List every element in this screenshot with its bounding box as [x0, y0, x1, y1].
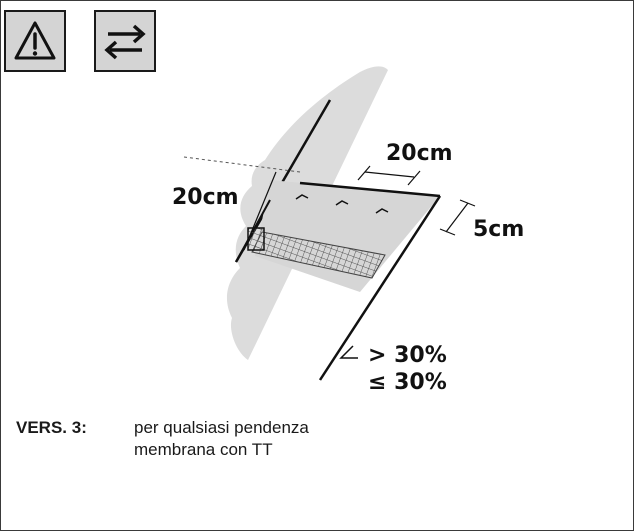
- dim-top-tick: [407, 170, 421, 186]
- dim-left-line: [243, 171, 277, 251]
- staple: [295, 194, 309, 200]
- dim-right-line: [445, 202, 469, 233]
- membrane-sheet: [255, 180, 440, 292]
- reference-line: [183, 156, 301, 173]
- angle-icon: [339, 345, 358, 359]
- dim-top-tick: [357, 165, 371, 181]
- sheet-right-edge: [318, 195, 442, 381]
- dim-right-label: 5cm: [473, 217, 524, 242]
- slope-greater-label: > 30%: [368, 343, 447, 368]
- dim-left-label: 20cm: [172, 185, 239, 210]
- caption-line-1: per qualsiasi pendenza: [134, 418, 309, 437]
- staple: [375, 208, 389, 214]
- warning-button[interactable]: [4, 10, 66, 72]
- version-tag: VERS. 3:: [16, 418, 87, 437]
- staple: [335, 200, 349, 206]
- dim-top-line: [364, 171, 415, 178]
- warning-triangle-icon: [14, 21, 56, 60]
- swap-button[interactable]: [94, 10, 156, 72]
- slope-less-equal-label: ≤ 30%: [368, 370, 447, 395]
- tape-corner: [247, 227, 265, 251]
- caption-line-2: membrana con TT: [134, 440, 273, 459]
- swap-arrows-icon: [104, 24, 146, 60]
- dim-right-tick: [439, 228, 456, 236]
- caption: VERS. 3: per qualsiasi pendenza membrana …: [16, 417, 309, 461]
- sheet-top-edge: [299, 181, 441, 198]
- dim-right-tick: [459, 199, 476, 207]
- dim-top-label: 20cm: [386, 141, 453, 166]
